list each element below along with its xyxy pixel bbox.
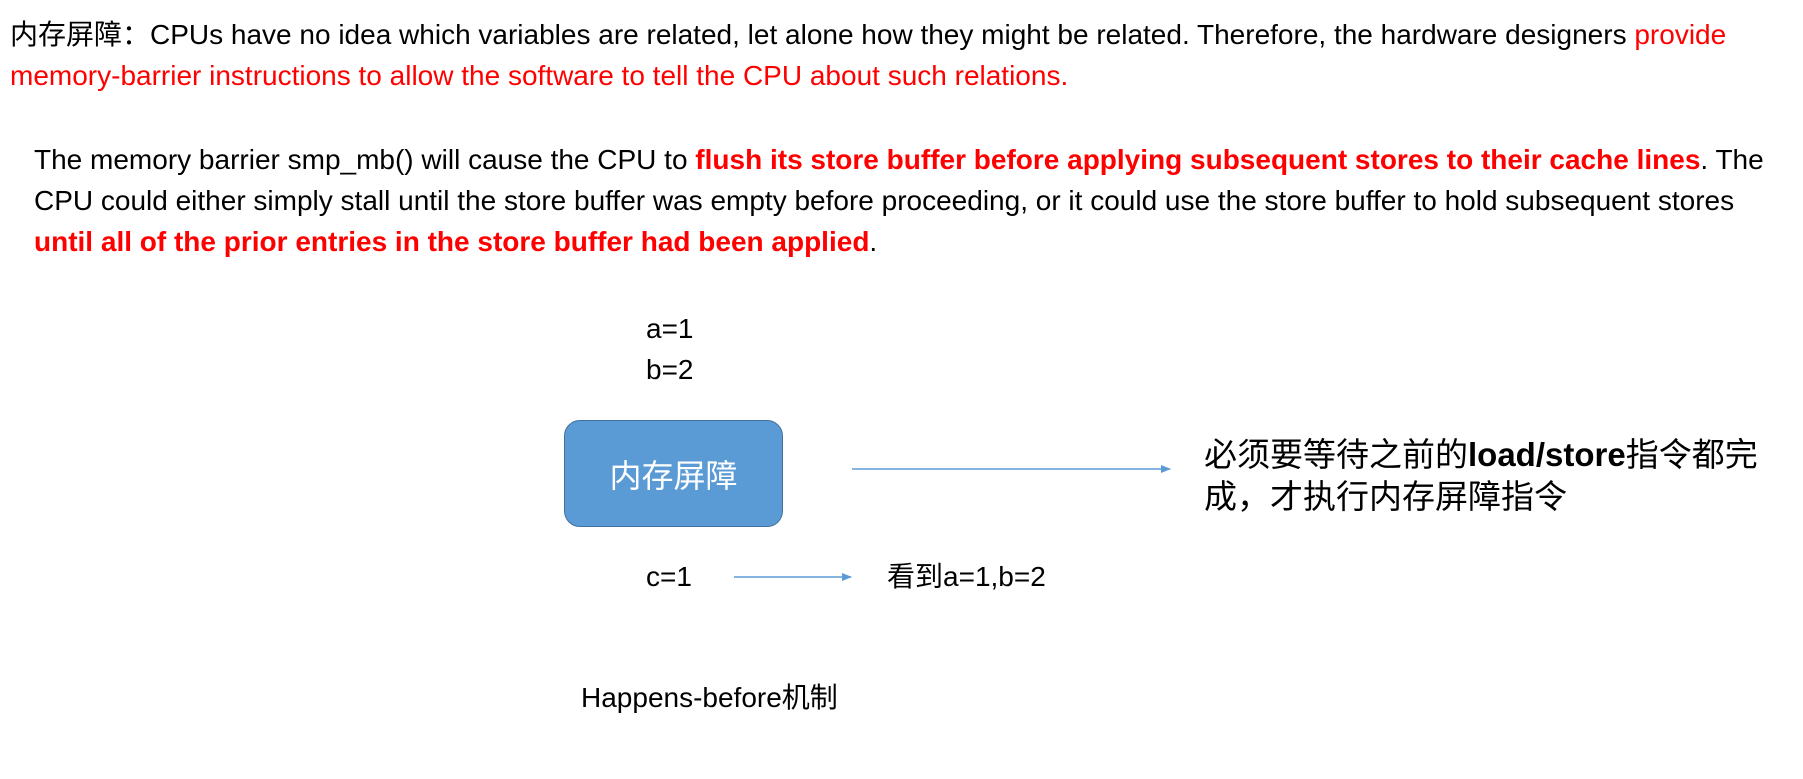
sees-values: a=1,b=2 — [943, 561, 1046, 592]
memory-barrier-box: 内存屏障 — [564, 420, 783, 527]
barrier-note-bold: load/store — [1468, 436, 1626, 473]
store-c-label: c=1 — [646, 561, 692, 592]
smp-mb-text-2: . The CPU could either simply stall unti… — [34, 144, 1764, 216]
memory-barrier-label: 内存屏障 — [609, 456, 738, 495]
sees-prefix: 看到 — [887, 560, 944, 593]
happens-before-caption: Happens-before机制 — [581, 682, 838, 713]
intro-paragraph: 内存屏障：CPUs have no idea which variables a… — [10, 14, 1730, 96]
barrier-note-before: 必须要等待之前的 — [1204, 435, 1468, 474]
smp-mb-highlight-1: flush its store buffer before applying s… — [695, 144, 1701, 175]
store-a-label: a=1 — [646, 313, 694, 344]
smp-mb-highlight-2: until all of the prior entries in the st… — [34, 226, 870, 257]
intro-highlight: provide memory-barrier instructions to a… — [10, 19, 1727, 91]
smp-mb-paragraph: The memory barrier smp_mb() will cause t… — [34, 139, 1794, 262]
sees-values-label: 看到a=1,b=2 — [887, 559, 1046, 595]
intro-prefix: 内存屏障： — [10, 18, 151, 51]
store-b-label: b=2 — [646, 354, 694, 385]
smp-mb-text-3: . — [869, 226, 878, 257]
intro-text: CPUs have no idea which variables are re… — [150, 19, 1635, 50]
barrier-note: 必须要等待之前的load/store指令都完成，才执行内存屏障指令 — [1204, 434, 1784, 518]
barrier-note-after: 指令都完成，才执行内存屏障指令 — [1204, 435, 1758, 516]
smp-mb-text-1: The memory barrier smp_mb() will cause t… — [34, 144, 696, 175]
